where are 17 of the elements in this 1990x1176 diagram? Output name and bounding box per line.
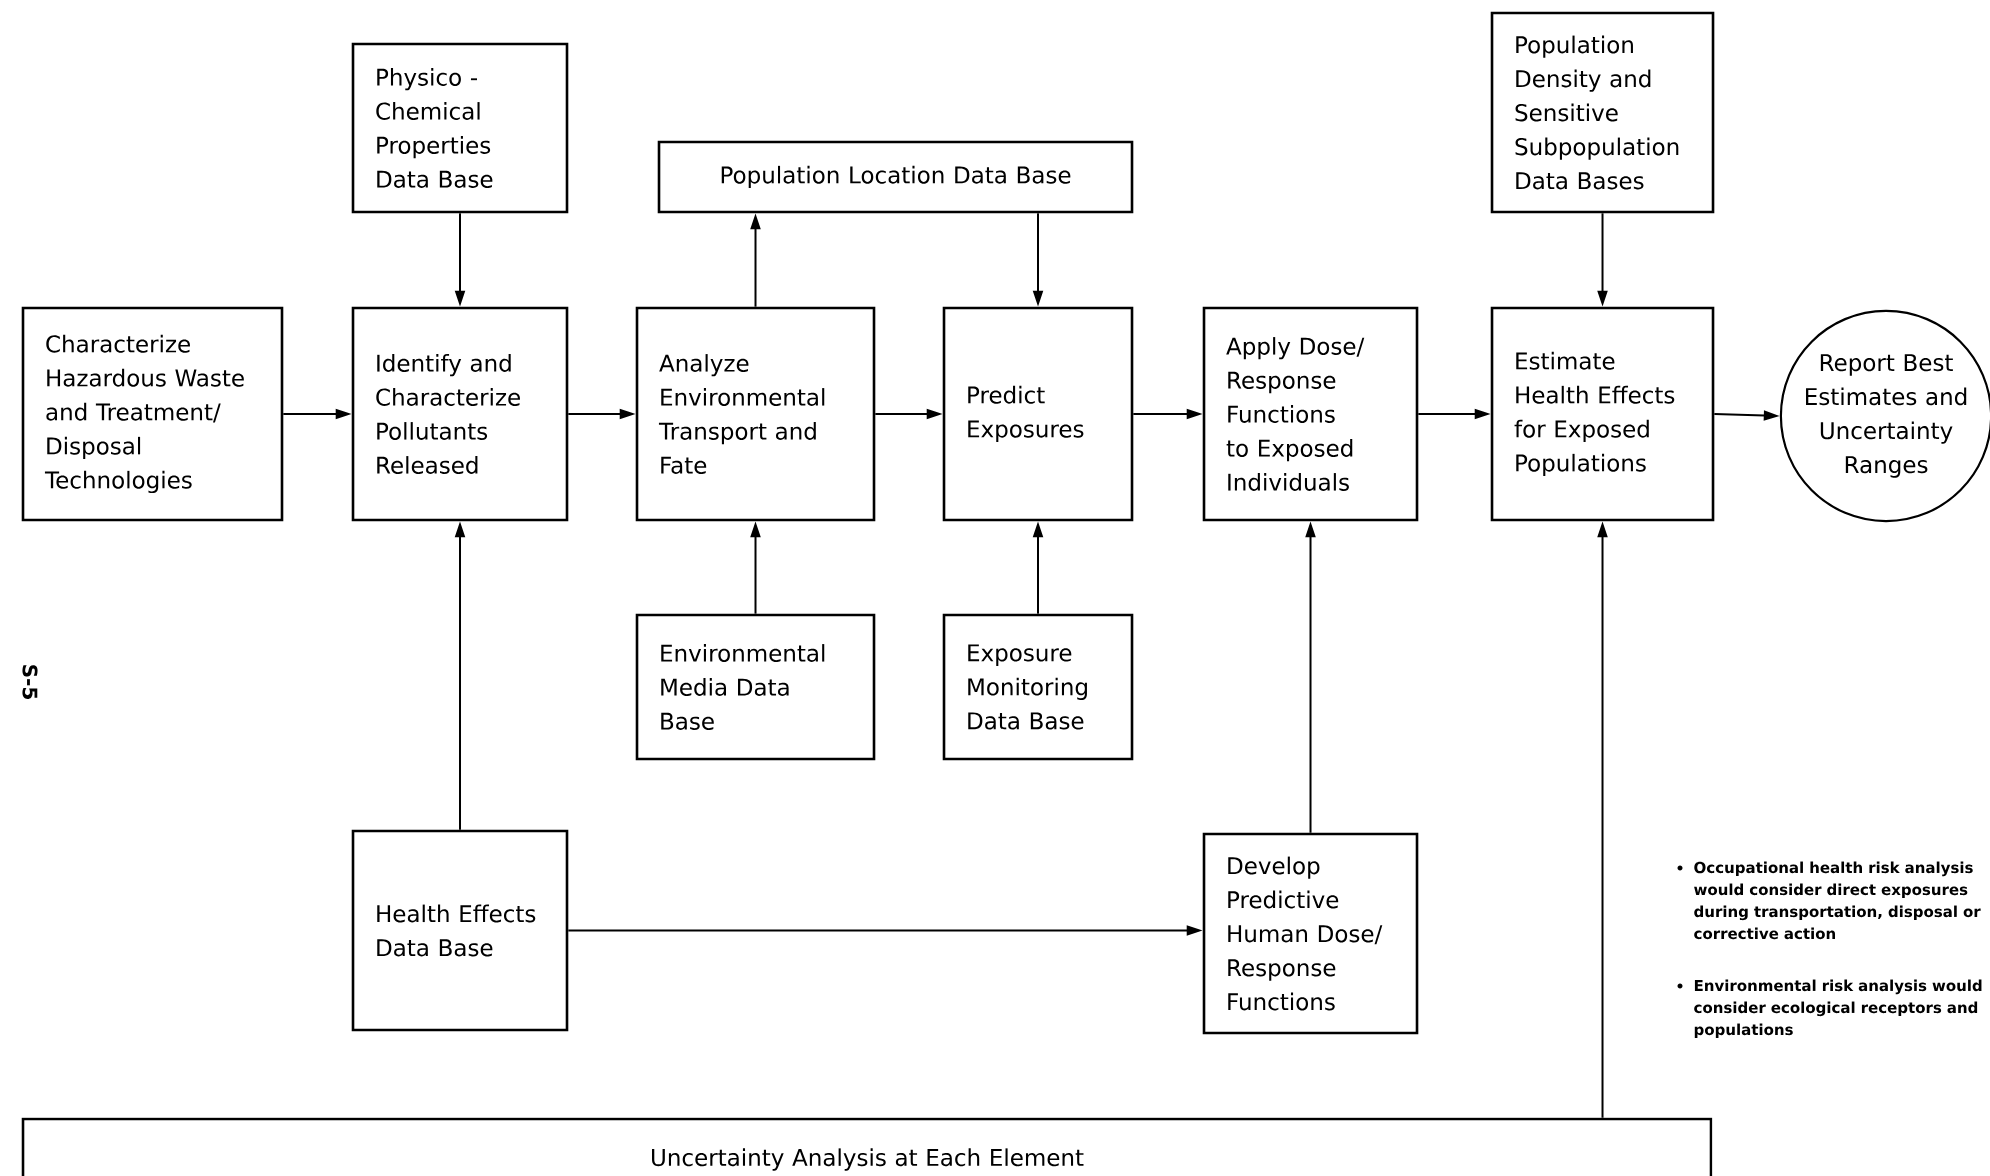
process-box: Analyze Environmental Transport and Fate [635,306,876,522]
process-box: Develop Predictive Human Dose/ Response Functions [1202,832,1419,1035]
process-box: Exposure Monitoring Data Base [942,613,1134,761]
process-box: Identify and Characterize Pollutants Released [351,306,569,522]
process-box: Physico - Chemical Properties Data Base [351,42,569,214]
process-box: Characterize Hazardous Waste and Treatment/ Disposal Technologies [21,306,284,522]
note-text: Environmental risk analysis would consider ecological receptors and populations [1694,979,1982,1039]
process-box: Population Density and Sensitive Subpopulation Data Bases [1490,11,1715,214]
page-number: S-5 [22,665,38,699]
process-box: Estimate Health Effects for Exposed Populations [1490,306,1715,522]
process-box: Uncertainty Analysis at Each Element [21,1117,1713,1176]
process-box: Predict Exposures [942,306,1134,522]
process-box: Health Effects Data Base [351,829,569,1032]
process-box: Population Location Data Base [657,140,1134,214]
process-box: Environmental Media Data Base [635,613,876,761]
process-box: Apply Dose/ Response Functions to Exposed Individuals [1202,306,1419,522]
note-text: Occupational health risk analysis would consider direct exposures during transportation, disposal or corrective action [1694,861,1981,940]
